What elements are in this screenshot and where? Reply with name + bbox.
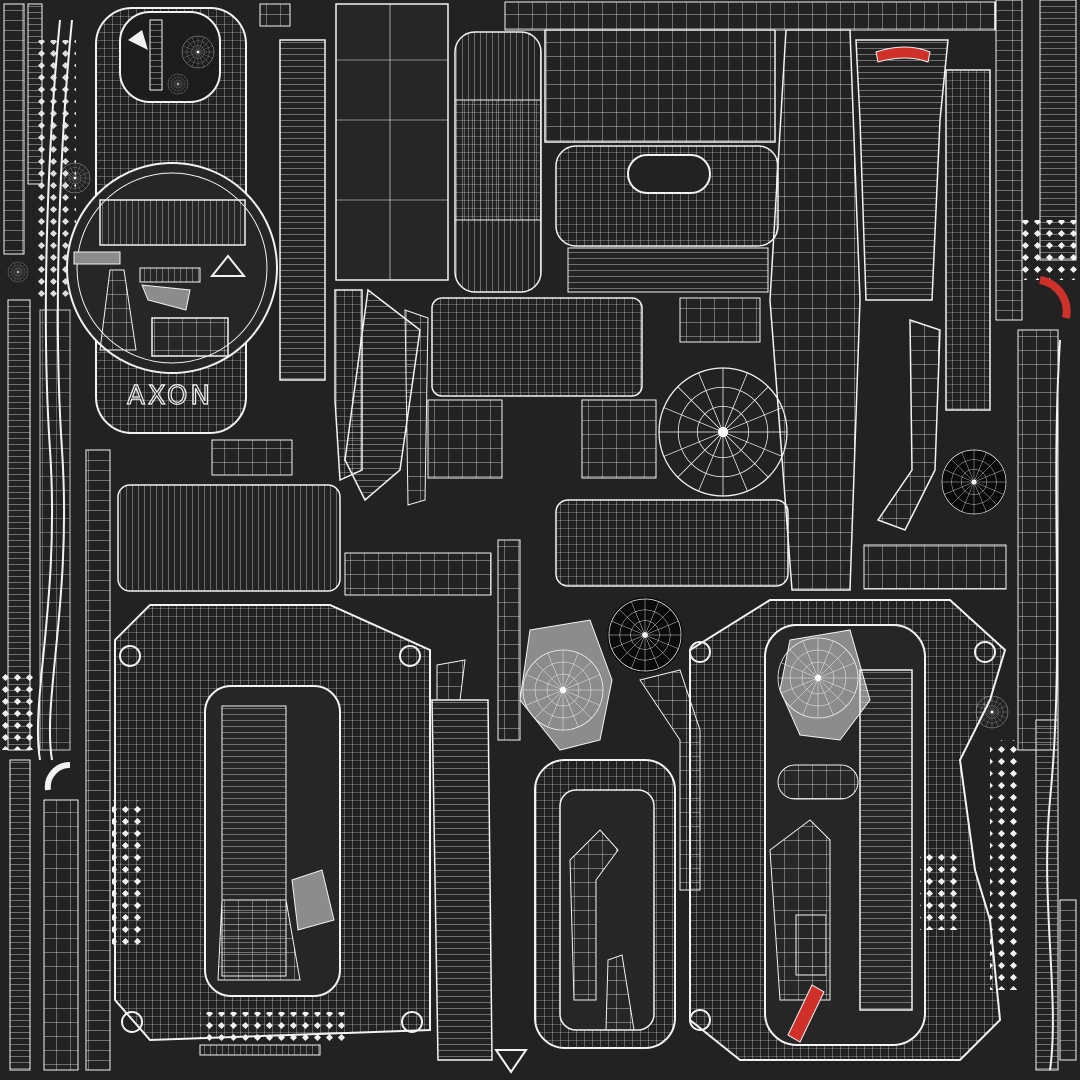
clip-part	[211, 439, 293, 476]
left-lower-frame	[114, 604, 431, 1056]
axon-front-panel: AXON	[66, 7, 278, 434]
center-lower-parts	[431, 539, 701, 1074]
right-top-straps	[769, 0, 1078, 591]
axon-logo-text: AXON	[127, 381, 213, 411]
right-edge-strips	[976, 329, 1077, 1071]
right-lower-frame	[689, 599, 1007, 1061]
middle-parts	[117, 288, 788, 596]
